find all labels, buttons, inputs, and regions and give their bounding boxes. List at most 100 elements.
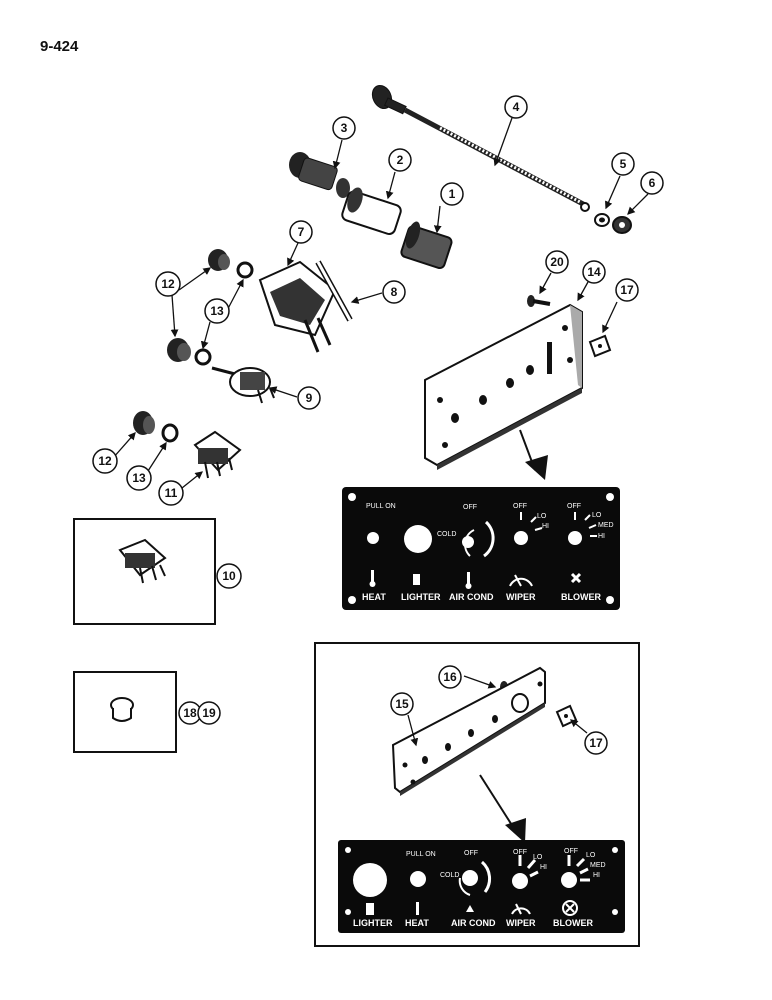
lighter-element-part-3 [289, 152, 350, 198]
svg-text:18: 18 [183, 706, 197, 720]
callout-19: 19 [197, 701, 221, 725]
callout-8: 8 [382, 280, 406, 304]
svg-text:16: 16 [443, 670, 457, 684]
callout-17-lower: 17 [584, 731, 608, 755]
wiper-icon [509, 574, 533, 587]
panel2-heat-label: HEAT [405, 918, 429, 928]
panel1-hi3-label: HI [598, 533, 605, 540]
svg-text:15: 15 [395, 697, 409, 711]
callout-11: 11 [158, 480, 184, 506]
panel2-off2-label: OFF [513, 849, 527, 856]
callout-13-lower: 13 [126, 465, 152, 491]
washer-part-5 [594, 213, 610, 227]
wiper-icon [511, 903, 531, 915]
svg-text:3: 3 [341, 121, 348, 135]
rod-part-8 [315, 260, 353, 322]
air-cond-icon [466, 905, 474, 912]
svg-text:11: 11 [165, 486, 178, 500]
rotary-switch-part-9 [211, 366, 275, 404]
callout-9: 9 [297, 386, 321, 410]
panel2-cold-label: COLD [440, 872, 459, 879]
nut-part-13-middle [194, 348, 212, 366]
mounting-plate-part-15 [391, 666, 546, 796]
leader-lines [112, 117, 649, 747]
blower-fan-icon [570, 572, 582, 584]
panel1-heat-label: HEAT [362, 592, 386, 602]
callout-7: 7 [289, 220, 313, 244]
panel2-blower-label: BLOWER [553, 918, 593, 928]
knob-part-12-upper [208, 249, 230, 271]
panel2-off1-label: OFF [464, 850, 478, 857]
svg-text:12: 12 [161, 277, 175, 291]
callout-15: 15 [390, 692, 414, 716]
panel1-wiper-label: WIPER [506, 592, 536, 602]
pull-cable-part [371, 84, 590, 212]
panel2-hi3-label: HI [593, 872, 600, 879]
lighter-icon [413, 574, 420, 585]
panel1-lo2-label: LO [537, 513, 547, 520]
svg-text:14: 14 [587, 265, 601, 279]
pointer-arrow-lower [479, 774, 526, 843]
svg-text:17: 17 [589, 736, 603, 750]
callout-12-upper: 12 [155, 271, 181, 297]
callout-14: 14 [582, 260, 606, 284]
svg-text:7: 7 [298, 225, 305, 239]
svg-text:20: 20 [550, 255, 564, 269]
control-panel-decal-lower: PULL ON OFF COLD OFF LO HI OFF LO MED HI… [338, 840, 625, 933]
svg-text:6: 6 [649, 176, 656, 190]
svg-text:9: 9 [306, 391, 313, 405]
page-number: 9-424 [40, 38, 79, 55]
panel1-lighter-label: LIGHTER [401, 592, 441, 602]
panel2-lo2-label: LO [533, 854, 543, 861]
callout-4: 4 [504, 95, 528, 119]
panel1-off1-label: OFF [463, 504, 477, 511]
thermometer-icon [416, 902, 419, 915]
inset-box-part-18-19 [73, 671, 177, 753]
svg-text:13: 13 [132, 471, 146, 485]
svg-text:19: 19 [202, 706, 216, 720]
blower-fan-icon [562, 900, 578, 916]
panel1-pull-on-label: PULL ON [366, 503, 396, 510]
knob-part-12-middle [167, 338, 191, 362]
lighter-retainer-part-1 [400, 221, 453, 270]
callout-12-lower: 12 [92, 448, 118, 474]
panel2-lighter-label: LIGHTER [353, 918, 393, 928]
svg-text:13: 13 [210, 304, 224, 318]
clip-part-17-upper [588, 334, 612, 358]
panel2-med3-label: MED [590, 862, 606, 869]
callout-5: 5 [611, 152, 635, 176]
panel1-cold-label: COLD [437, 531, 456, 538]
svg-text:17: 17 [620, 283, 634, 297]
svg-text:4: 4 [513, 100, 520, 114]
panel2-air-cond-label: AIR COND [451, 918, 496, 928]
svg-text:8: 8 [391, 285, 398, 299]
panel2-hi2-label: HI [540, 864, 547, 871]
panel2-lo3-label: LO [586, 852, 596, 859]
screw-part-20 [527, 295, 551, 307]
pointer-arrow-upper [519, 429, 548, 480]
callout-17-upper: 17 [615, 278, 639, 302]
mounting-plate-part-14 [424, 303, 583, 470]
nut-part-6 [612, 216, 632, 234]
panel2-wiper-label: WIPER [506, 918, 536, 928]
knob-part-12-lower [133, 411, 155, 435]
nut-part-13-upper [236, 261, 254, 279]
lighter-sleeve-part-2 [341, 187, 402, 235]
svg-text:1: 1 [449, 187, 456, 201]
callout-markers: 1 2 3 4 5 6 7 8 9 10 11 12 12 13 13 14 1… [92, 95, 664, 755]
svg-text:5: 5 [620, 157, 627, 171]
clip-part-17-lower [555, 704, 578, 728]
inset-box-part-10 [73, 518, 216, 625]
callout-13-upper: 13 [204, 298, 230, 324]
control-panel-decal-upper: PULL ON OFF COLD OFF LO HI OFF LO MED HI… [342, 487, 620, 610]
thermometer-icon [369, 570, 376, 587]
callout-16: 16 [438, 665, 462, 689]
callout-1: 1 [440, 182, 464, 206]
panel1-air-cond-label: AIR COND [449, 592, 494, 602]
callout-2: 2 [388, 148, 412, 172]
lighter-icon [366, 903, 374, 915]
lower-assembly-frame [314, 642, 640, 947]
panel1-off2-label: OFF [513, 503, 527, 510]
svg-text:12: 12 [98, 454, 112, 468]
toggle-switch-part-11 [193, 430, 242, 479]
